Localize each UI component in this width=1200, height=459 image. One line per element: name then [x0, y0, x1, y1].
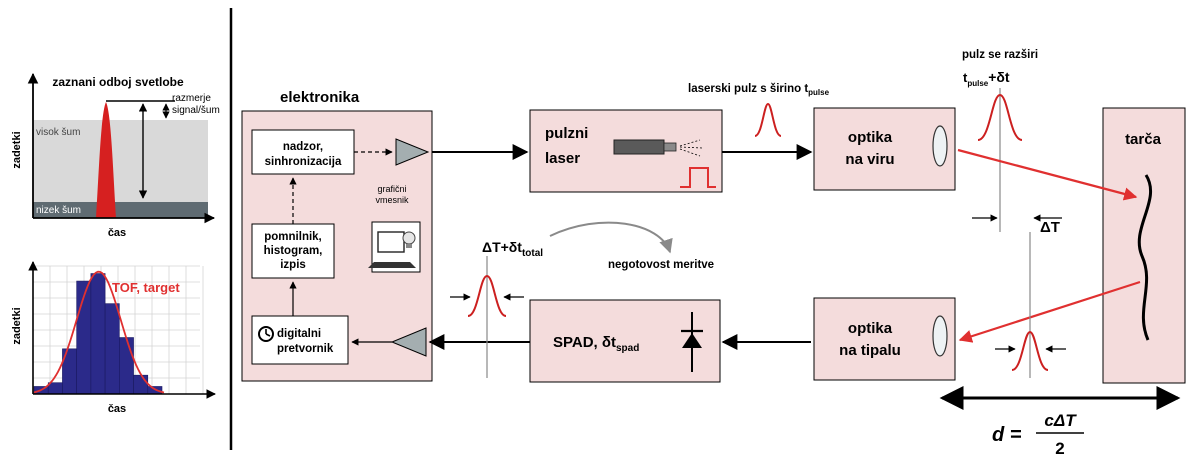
histogram-bar	[104, 303, 120, 395]
formula-denominator: 2	[1055, 439, 1064, 458]
signal-noise-chart: zaznani odboj svetlobe razmerje signal/š…	[11, 72, 220, 239]
formula-numerator: cΔT	[1044, 411, 1077, 430]
driver-amplifier-icon	[395, 138, 430, 166]
top-chart-ylabel: zadetki	[11, 131, 23, 168]
laser-diode-icon	[613, 139, 703, 157]
outgoing-beam	[957, 148, 1138, 201]
formula-lhs: d =	[992, 424, 1022, 446]
histogram-bar	[90, 273, 106, 395]
uncertainty-curve-arrow	[549, 221, 673, 254]
target-label: tarča	[1125, 131, 1162, 148]
source-optics-line2: na viru	[845, 151, 894, 168]
source-optics-box	[813, 107, 956, 191]
spread-pulse-icon	[977, 93, 1023, 141]
clock-icon	[258, 326, 274, 342]
electronics-title: elektronika	[280, 89, 360, 106]
laser-line1: pulzni	[545, 125, 588, 142]
photodiode-icon	[681, 312, 703, 372]
tof-histogram: TOF, target zadetki čas	[11, 261, 216, 415]
detected-pulse-icon	[467, 274, 507, 317]
spread-label-2: tpulse+δt	[963, 69, 1010, 88]
spread-label-1: pulz se razširi	[962, 49, 1038, 61]
sensor-lens-icon	[932, 315, 948, 357]
source-optics-block: optika na viru	[813, 107, 956, 191]
hist-ylabel: zadetki	[11, 307, 23, 344]
histogram-bar	[133, 374, 149, 395]
top-chart-title: zaznani odboj svetlobe	[52, 75, 184, 89]
high-noise-region	[33, 120, 208, 202]
returning-beam	[958, 280, 1141, 343]
square-pulse-icon	[680, 167, 716, 188]
laser-pulse-label: laserski pulz s širino tpulse	[688, 83, 830, 97]
histogram-bar	[47, 382, 63, 395]
low-noise-region	[33, 202, 208, 218]
gaussian-fit-curve	[33, 270, 165, 394]
histogram-bar	[119, 337, 134, 395]
memory-box-line3: izpis	[280, 259, 306, 271]
top-chart-xlabel: čas	[108, 227, 126, 239]
control-box-line1: nadzor,	[283, 141, 323, 153]
source-optics-line1: optika	[848, 129, 893, 146]
target-box	[1102, 107, 1186, 384]
converter-line1: digitalni	[277, 328, 321, 340]
gui-label-2: vmesnik	[375, 195, 409, 205]
fit-label: TOF, target	[112, 280, 180, 295]
laptop-icon	[368, 221, 421, 273]
source-lens-icon	[932, 125, 948, 167]
ratio-label-1: razmerje	[172, 93, 211, 104]
gui-label-1: grafični	[377, 184, 406, 194]
input-amplifier-icon	[390, 327, 427, 357]
sensor-optics-line1: optika	[848, 320, 893, 337]
sensor-optics-block: optika na tipalu	[813, 297, 956, 381]
control-box-line2: sinhronizacija	[265, 156, 342, 168]
target-block: tarča	[1102, 107, 1186, 384]
sensor-optics-line2: na tipalu	[839, 342, 901, 359]
sensor-optics-box	[813, 297, 956, 381]
control-box	[251, 129, 355, 175]
ratio-label-2: signal/šum	[172, 105, 220, 116]
narrow-pulse-icon	[754, 102, 782, 137]
reflection-pulse	[96, 102, 116, 218]
pulsed-laser-block: pulzni laser	[529, 109, 723, 193]
high-noise-label: visok šum	[36, 127, 80, 138]
memory-box-line1: pomnilnik,	[264, 231, 322, 243]
electronics-block: elektronika nadzor, sinhronizacija pomni…	[241, 89, 433, 382]
spad-label: SPAD, δtspad	[553, 334, 639, 354]
memory-box-line2: histogram,	[264, 245, 323, 257]
distance-formula: d = cΔT 2	[992, 411, 1084, 458]
laser-line2: laser	[545, 150, 580, 167]
target-surface-icon	[1137, 174, 1153, 341]
histogram-bar	[147, 386, 163, 395]
total-uncertainty-label: ΔT+δttotal	[482, 239, 543, 259]
converter-line2: pretvornik	[277, 343, 334, 355]
low-noise-label: nizek šum	[36, 205, 81, 216]
uncertainty-label: negotovost meritve	[608, 259, 714, 271]
delta-t-label: ΔT	[1040, 219, 1060, 236]
spad-block: SPAD, δtspad	[529, 299, 721, 383]
hist-xlabel: čas	[108, 403, 126, 415]
returned-pulse-icon	[1011, 330, 1049, 371]
